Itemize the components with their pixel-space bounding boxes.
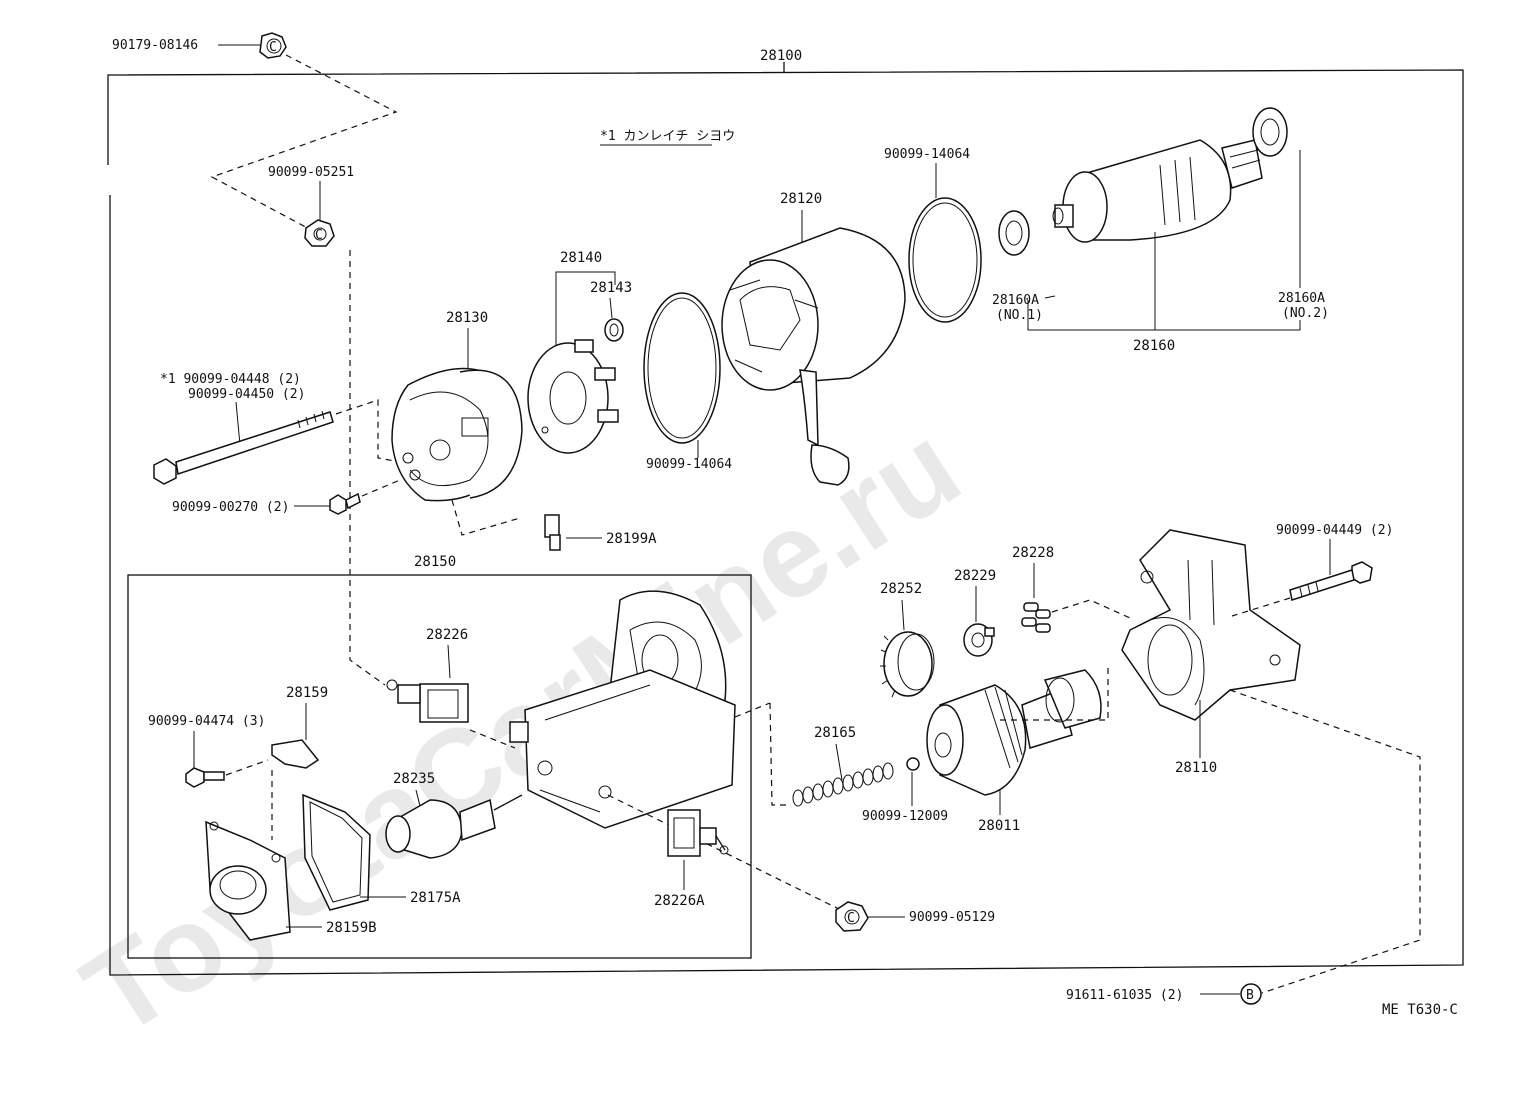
label-91611-61035[interactable]: 91611-61035 (2) <box>1066 988 1183 1003</box>
label-28160[interactable]: 28160 <box>1133 338 1175 354</box>
dash-91611 <box>1229 689 1421 994</box>
terminal-28226[interactable] <box>386 679 469 723</box>
label-28120[interactable]: 28120 <box>780 191 822 207</box>
o-ring-90099-14064-upper[interactable] <box>908 197 982 323</box>
label-28160a-no2[interactable]: 28160A <box>1278 291 1325 306</box>
label-90099-05251[interactable]: 90099-05251 <box>268 165 354 180</box>
label-90099-00270[interactable]: 90099-00270 (2) <box>172 500 289 515</box>
callout-c-icon: C <box>269 40 277 55</box>
label-28228[interactable]: 28228 <box>1012 545 1054 561</box>
plunger-28235[interactable] <box>385 794 523 859</box>
leader-28235 <box>415 789 421 807</box>
dash-28226 <box>469 729 516 749</box>
label-90099-04448[interactable]: *1 90099-04448 (2) <box>160 372 301 387</box>
note-text: *1 カンレイチ シヨウ <box>600 129 735 144</box>
label-28143[interactable]: 28143 <box>590 280 632 296</box>
brush-holder-28140[interactable] <box>527 339 619 454</box>
label-28130[interactable]: 28130 <box>446 310 488 326</box>
long-bolt[interactable] <box>153 410 334 485</box>
dash-04474 <box>225 759 269 776</box>
dash-28199a <box>451 499 521 536</box>
screw-90099-04474[interactable] <box>185 767 225 788</box>
dash-vertical-left <box>349 250 386 686</box>
callout-c-icon: C <box>847 911 855 926</box>
nut-90179-08146[interactable]: C <box>259 32 287 59</box>
plate-28159[interactable] <box>271 739 320 769</box>
label-28110[interactable]: 28110 <box>1175 760 1217 776</box>
callout-c-icon: C <box>315 228 323 243</box>
leader-28226 <box>447 644 451 679</box>
leader-28252 <box>901 599 905 631</box>
screw-90099-00270[interactable] <box>329 492 361 515</box>
nut-90099-05129[interactable]: C <box>835 901 869 932</box>
cover-28159b[interactable] <box>205 820 291 941</box>
dash-path-nut <box>210 54 398 241</box>
bolt-91611-61035-callout[interactable]: B <box>1240 983 1262 1005</box>
o-ring-90099-14064-lower[interactable] <box>643 292 721 444</box>
leader-28165 <box>835 743 843 781</box>
dash-screw <box>361 479 401 497</box>
rollers-28228[interactable] <box>1021 602 1051 633</box>
callout-b-icon: B <box>1246 988 1254 1003</box>
label-28226[interactable]: 28226 <box>426 627 468 643</box>
leader-28140 <box>555 271 616 350</box>
label-90099-04474[interactable]: 90099-04474 (3) <box>148 714 265 729</box>
label-28140[interactable]: 28140 <box>560 250 602 266</box>
bracket-28160 <box>1027 300 1301 331</box>
assembly-frame-28100 <box>107 69 1464 976</box>
leader-28143 <box>609 297 613 319</box>
label-28160a-no1-sub[interactable]: (NO.1) <box>996 308 1043 323</box>
retainer-28229[interactable] <box>963 623 995 657</box>
gasket-28175a[interactable] <box>302 793 371 911</box>
nut-90099-05251[interactable]: C <box>304 219 335 247</box>
label-28150[interactable]: 28150 <box>414 554 456 570</box>
label-28226a[interactable]: 28226A <box>654 893 705 909</box>
label-28165[interactable]: 28165 <box>814 725 856 741</box>
label-28159b[interactable]: 28159B <box>326 920 377 936</box>
commutator-end-frame-28130[interactable] <box>391 367 523 502</box>
label-28011[interactable]: 28011 <box>978 818 1020 834</box>
label-28160a-no1[interactable]: 28160A <box>992 293 1039 308</box>
label-28175a[interactable]: 28175A <box>410 890 461 906</box>
armature-28160[interactable] <box>1052 139 1263 243</box>
label-90099-04450[interactable]: 90099-04450 (2) <box>188 387 305 402</box>
label-28199a[interactable]: 28199A <box>606 531 657 547</box>
label-28159[interactable]: 28159 <box>286 685 328 701</box>
starter-clutch-28011[interactable] <box>926 669 1102 796</box>
dash-rollers <box>1051 599 1131 619</box>
subassembly-frame-28150 <box>127 574 752 959</box>
steel-ball-90099-12009[interactable] <box>906 757 920 771</box>
drawing-code: ME T630-C <box>1382 1002 1458 1018</box>
label-90099-14064-lower[interactable]: 90099-14064 <box>646 457 732 472</box>
bolt-90099-04449[interactable] <box>1289 561 1373 601</box>
drive-housing-28110[interactable] <box>1121 529 1301 721</box>
spring-28143[interactable] <box>604 318 624 342</box>
label-28229[interactable]: 28229 <box>954 568 996 584</box>
label-28235[interactable]: 28235 <box>393 771 435 787</box>
yoke-28120[interactable] <box>721 227 906 486</box>
label-90099-04449[interactable]: 90099-04449 (2) <box>1276 523 1393 538</box>
idler-gear-28252[interactable] <box>880 631 935 698</box>
label-90099-05129[interactable]: 90099-05129 <box>909 910 995 925</box>
label-90099-12009[interactable]: 90099-12009 <box>862 809 948 824</box>
bearing-28160a-no1[interactable] <box>998 210 1030 256</box>
label-90099-14064-upper[interactable]: 90099-14064 <box>884 147 970 162</box>
label-90179-08146[interactable]: 90179-08146 <box>112 38 198 53</box>
dash-housing-spring <box>769 702 790 806</box>
label-28252[interactable]: 28252 <box>880 581 922 597</box>
leader-bolts <box>235 401 241 446</box>
magnetic-switch-housing[interactable] <box>509 590 736 829</box>
bearing-28160a-no2[interactable] <box>1252 107 1288 157</box>
leader-28160a-no1 <box>1044 295 1056 299</box>
dash-clutch <box>1000 668 1109 721</box>
terminal-28226a[interactable] <box>667 809 729 857</box>
dash-bolt <box>335 399 401 463</box>
spring-28165[interactable] <box>792 762 894 807</box>
grommet-28199a[interactable] <box>544 514 561 551</box>
dash-housing <box>734 702 771 718</box>
label-28160a-no2-sub[interactable]: (NO.2) <box>1282 306 1329 321</box>
label-28100[interactable]: 28100 <box>760 48 802 64</box>
